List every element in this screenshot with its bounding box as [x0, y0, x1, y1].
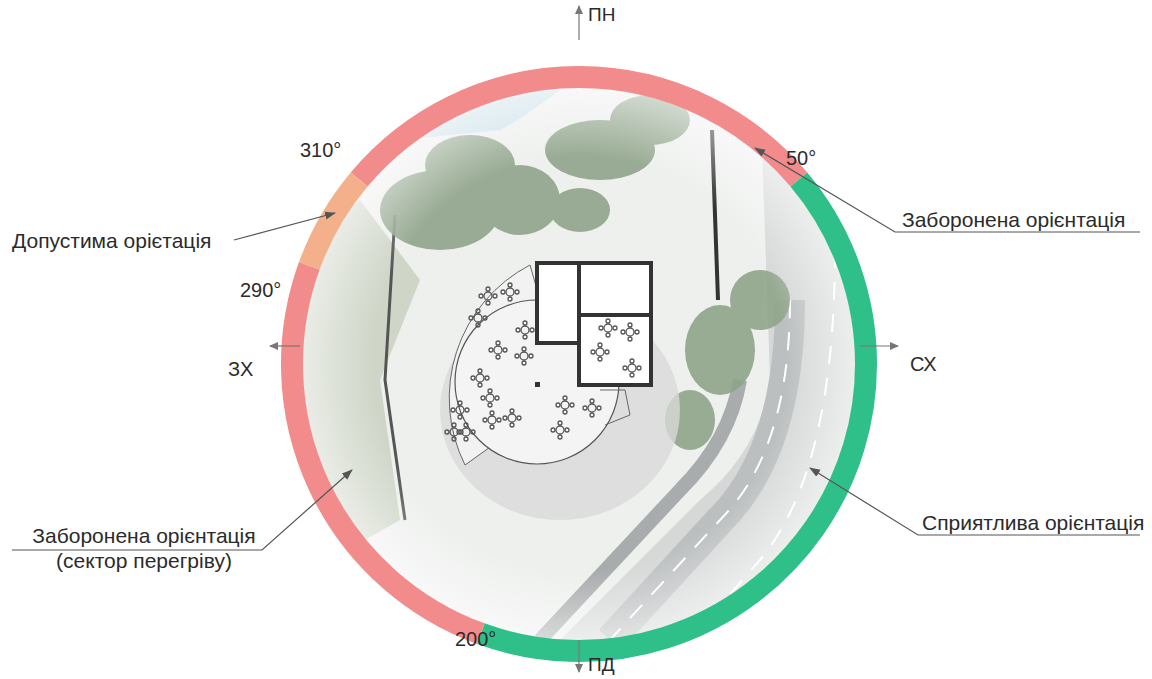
orientation-sector [309, 180, 359, 266]
compass-label: ПД [588, 654, 615, 677]
angle-label: 310° [300, 138, 341, 162]
compass-label: СХ [910, 352, 937, 376]
angle-label: 200° [455, 627, 496, 651]
compass-label: ЗХ [228, 357, 253, 381]
orientation-sector [359, 77, 799, 180]
callout-text: Сприятлива орієнтація [922, 510, 1144, 535]
callout-text: Допустима орієтація [12, 228, 211, 253]
callout-text: Заборонена орієнтація [902, 207, 1125, 232]
orientation-sector [292, 266, 481, 634]
compass-label: ПН [588, 4, 615, 27]
angle-label: 50° [786, 146, 816, 170]
callout-text: Заборонена орієнтація (сектор перегріву) [10, 523, 278, 573]
angle-label: 290° [240, 278, 281, 302]
orientation-sector [481, 180, 866, 651]
